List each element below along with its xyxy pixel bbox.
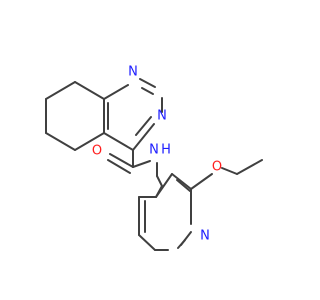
- bonds: [45, 78, 263, 251]
- bond: [132, 160, 151, 168]
- bond: [138, 234, 156, 251]
- bond: [45, 81, 76, 100]
- amide-nitrogen-label: N: [149, 143, 159, 158]
- bond: [132, 123, 155, 151]
- bond: [45, 132, 76, 151]
- bond: [135, 116, 152, 136]
- bond: [156, 175, 163, 187]
- ring-nitrogen-bottom-label: N: [157, 109, 167, 124]
- carbonyl-oxygen-label: O: [92, 144, 102, 159]
- molecule-structure: N N O N H O N: [45, 65, 263, 251]
- bond: [236, 159, 263, 175]
- bond: [103, 132, 134, 151]
- bond: [176, 179, 191, 192]
- bond: [74, 81, 105, 100]
- bond: [171, 173, 192, 190]
- atom-labels: N N O N H O N: [92, 65, 222, 244]
- bond: [177, 239, 186, 249]
- ether-oxygen-label: O: [212, 160, 222, 175]
- bond: [109, 153, 134, 168]
- bond: [221, 167, 238, 175]
- bond: [190, 173, 213, 190]
- bond: [155, 173, 173, 198]
- bond: [107, 159, 131, 174]
- bond: [141, 87, 154, 95]
- amide-hydrogen-label: H: [161, 143, 171, 158]
- bond: [139, 78, 156, 88]
- pyridine-nitrogen-label: N: [200, 229, 210, 244]
- ring-nitrogen-top-label: N: [128, 65, 138, 80]
- bond: [103, 84, 129, 100]
- bond: [74, 132, 105, 151]
